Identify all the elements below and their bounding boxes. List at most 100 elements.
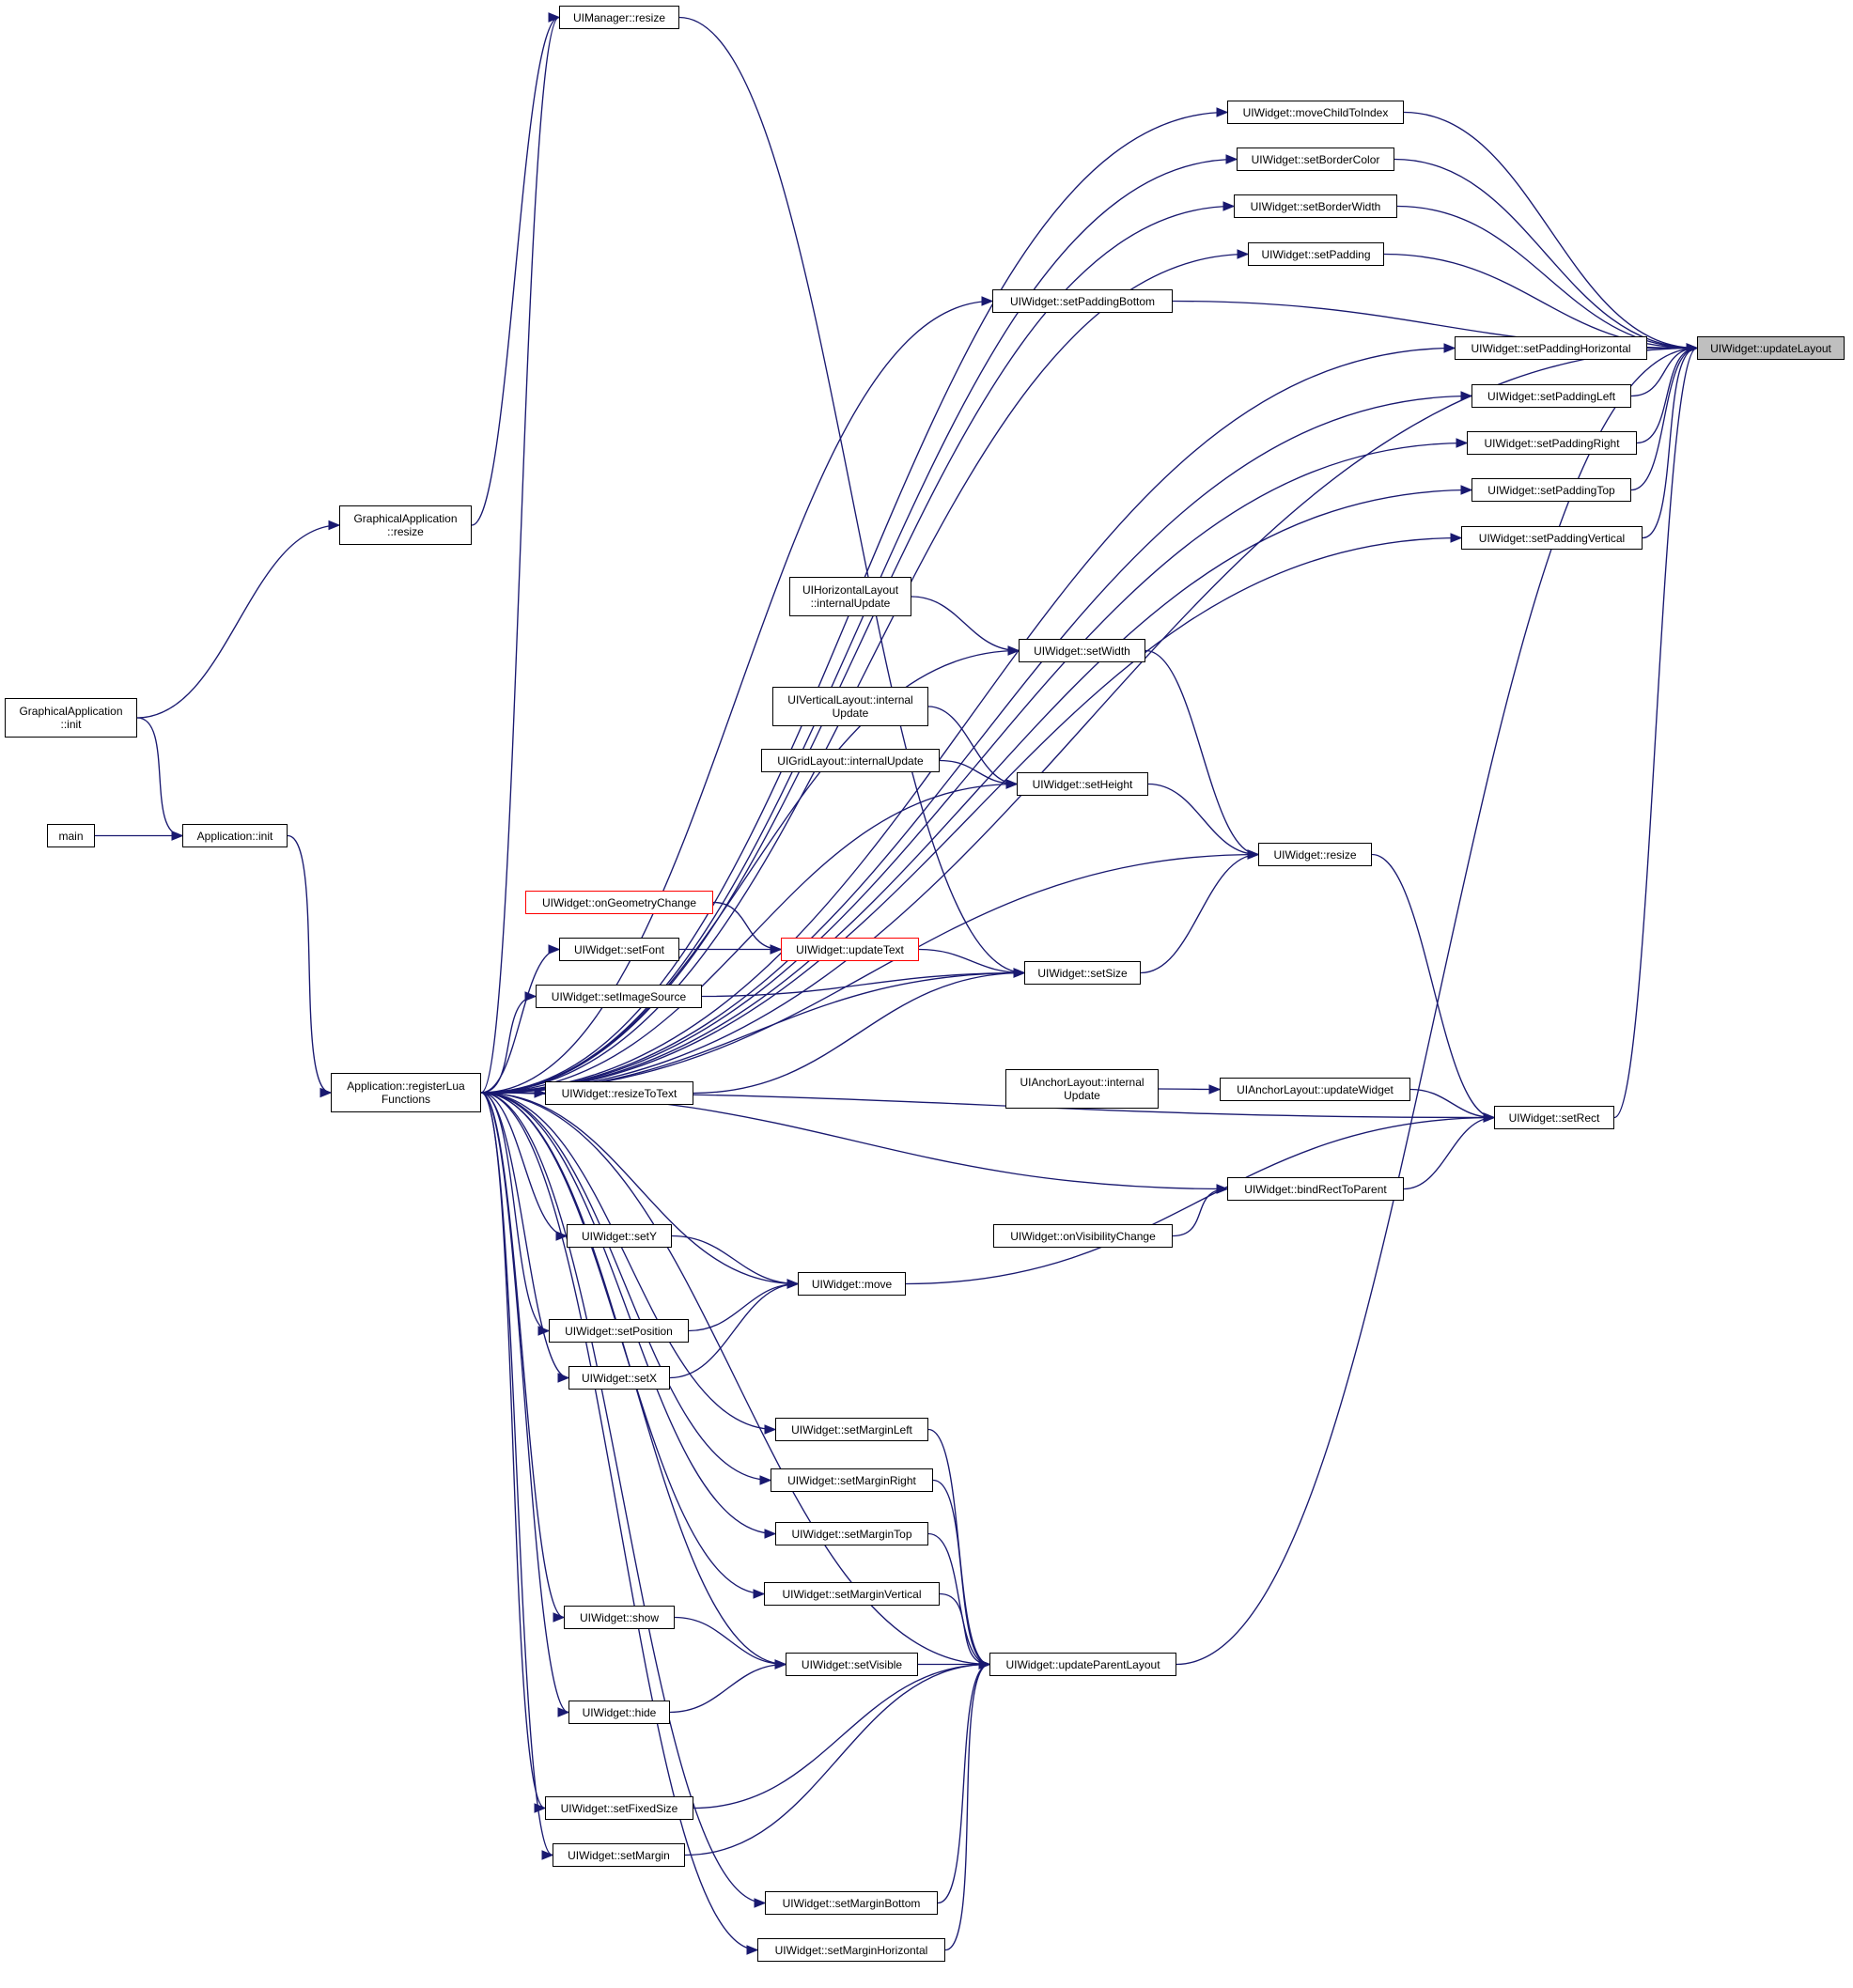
node-set-padding-bottom[interactable]: UIWidget::setPaddingBottom bbox=[992, 289, 1173, 313]
node-set-margin-horizontal[interactable]: UIWidget::setMarginHorizontal bbox=[757, 1938, 945, 1962]
edge-register-lua-to-set-padding-top bbox=[480, 489, 1472, 1094]
edge-on-visibility-change-to-bind-rect-to-parent bbox=[1172, 1188, 1228, 1237]
edge-set-size-to-widget-resize bbox=[1140, 853, 1259, 974]
node-set-padding[interactable]: UIWidget::setPadding bbox=[1248, 242, 1384, 266]
edge-register-lua-to-set-margin-top bbox=[480, 1092, 776, 1535]
node-set-image-source[interactable]: UIWidget::setImageSource bbox=[536, 985, 702, 1008]
edge-register-lua-to-set-padding-horizontal bbox=[480, 347, 1456, 1094]
edge-register-lua-to-set-width bbox=[480, 649, 1020, 1094]
edge-set-rect-to-update-layout bbox=[1613, 347, 1698, 1119]
edge-register-lua-to-move-child-to-index-arrowhead bbox=[1216, 107, 1229, 117]
node-update-parent-layout[interactable]: UIWidget::updateParentLayout bbox=[989, 1653, 1176, 1676]
edge-register-lua-to-hide-arrowhead bbox=[557, 1707, 570, 1717]
edge-register-lua-to-set-margin-horizontal bbox=[480, 1092, 758, 1951]
node-set-padding-horizontal[interactable]: UIWidget::setPaddingHorizontal bbox=[1455, 336, 1647, 360]
edge-set-margin-top-to-update-parent-layout bbox=[927, 1532, 990, 1666]
node-set-border-width[interactable]: UIWidget::setBorderWidth bbox=[1234, 194, 1397, 218]
node-set-margin-bottom[interactable]: UIWidget::setMarginBottom bbox=[765, 1891, 938, 1915]
node-set-font[interactable]: UIWidget::setFont bbox=[559, 938, 679, 961]
edge-register-lua-to-set-margin-right bbox=[480, 1092, 771, 1482]
node-set-x[interactable]: UIWidget::setX bbox=[568, 1366, 670, 1390]
node-set-size[interactable]: UIWidget::setSize bbox=[1024, 961, 1141, 985]
node-ui-manager-resize[interactable]: UIManager::resize bbox=[559, 6, 679, 29]
edge-register-lua-to-set-margin-left bbox=[480, 1092, 776, 1431]
edge-set-margin-right-to-update-parent-layout bbox=[932, 1479, 990, 1666]
edge-register-lua-to-set-padding-top-arrowhead bbox=[1460, 485, 1473, 495]
edge-set-border-color-to-update-layout bbox=[1394, 158, 1698, 349]
edge-register-lua-to-set-margin-left-arrowhead bbox=[764, 1424, 777, 1435]
node-move-child-to-index[interactable]: UIWidget::moveChildToIndex bbox=[1227, 101, 1404, 124]
edge-register-lua-to-set-margin-top-arrowhead bbox=[764, 1529, 777, 1539]
node-horizontal-layout-update[interactable]: UIHorizontalLayout ::internalUpdate bbox=[789, 577, 911, 616]
node-set-padding-top[interactable]: UIWidget::setPaddingTop bbox=[1472, 478, 1631, 502]
edge-register-lua-to-hide bbox=[480, 1092, 569, 1714]
node-set-margin-top[interactable]: UIWidget::setMarginTop bbox=[775, 1522, 928, 1545]
edge-register-lua-to-set-x-arrowhead bbox=[557, 1373, 570, 1383]
node-main[interactable]: main bbox=[47, 824, 95, 847]
edge-on-geometry-change-to-update-text bbox=[712, 901, 782, 951]
node-set-y[interactable]: UIWidget::setY bbox=[567, 1224, 672, 1248]
edge-register-lua-to-set-border-color-arrowhead bbox=[1225, 154, 1238, 164]
edge-register-lua-to-set-font bbox=[480, 948, 560, 1094]
node-anchor-layout-update[interactable]: UIAnchorLayout::internal Update bbox=[1005, 1069, 1159, 1109]
node-update-layout: UIWidget::updateLayout bbox=[1697, 336, 1845, 360]
node-graphical-app-init[interactable]: GraphicalApplication ::init bbox=[5, 698, 137, 738]
edge-register-lua-to-set-padding-left bbox=[480, 395, 1472, 1094]
node-on-geometry-change[interactable]: UIWidget::onGeometryChange bbox=[525, 891, 713, 914]
edge-set-x-to-move-arrowhead bbox=[786, 1279, 800, 1289]
node-hide[interactable]: UIWidget::hide bbox=[568, 1701, 670, 1724]
edge-register-lua-to-show-arrowhead bbox=[553, 1612, 566, 1623]
edge-set-image-source-to-set-size bbox=[701, 971, 1025, 998]
edge-anchor-layout-update-to-anchor-update-widget-arrowhead bbox=[1208, 1084, 1222, 1095]
node-set-height[interactable]: UIWidget::setHeight bbox=[1017, 772, 1148, 796]
edge-set-margin-horizontal-to-update-parent-layout bbox=[944, 1663, 990, 1951]
edge-hide-to-set-visible-arrowhead bbox=[774, 1659, 787, 1670]
edge-set-size-to-widget-resize-arrowhead bbox=[1247, 849, 1260, 860]
edge-set-padding-top-to-update-layout bbox=[1630, 347, 1698, 491]
edge-register-lua-to-update-parent-layout bbox=[480, 1092, 990, 1666]
node-set-margin-vertical[interactable]: UIWidget::setMarginVertical bbox=[764, 1582, 940, 1606]
edge-register-lua-to-set-font-arrowhead bbox=[548, 944, 561, 955]
node-application-init[interactable]: Application::init bbox=[182, 824, 288, 847]
edge-register-lua-to-set-x bbox=[480, 1092, 569, 1379]
node-resize-to-text[interactable]: UIWidget::resizeToText bbox=[545, 1081, 693, 1105]
node-graphical-app-resize[interactable]: GraphicalApplication ::resize bbox=[339, 505, 472, 545]
node-set-visible[interactable]: UIWidget::setVisible bbox=[786, 1653, 918, 1676]
node-update-text[interactable]: UIWidget::updateText bbox=[781, 938, 919, 961]
edge-register-lua-to-set-image-source-arrowhead bbox=[524, 991, 537, 1002]
node-grid-layout-update[interactable]: UIGridLayout::internalUpdate bbox=[761, 749, 940, 772]
node-set-position[interactable]: UIWidget::setPosition bbox=[549, 1319, 689, 1343]
edge-register-lua-to-set-width-arrowhead bbox=[1007, 645, 1020, 656]
edge-update-text-to-set-size bbox=[918, 948, 1025, 974]
node-bind-rect-to-parent[interactable]: UIWidget::bindRectToParent bbox=[1227, 1177, 1404, 1201]
edge-register-lua-to-set-padding-right-arrowhead bbox=[1456, 438, 1469, 448]
edge-bind-rect-to-parent-to-set-rect bbox=[1403, 1116, 1495, 1190]
edge-widget-resize-to-set-rect bbox=[1371, 853, 1495, 1119]
node-set-width[interactable]: UIWidget::setWidth bbox=[1019, 639, 1145, 662]
node-set-margin[interactable]: UIWidget::setMargin bbox=[553, 1843, 685, 1867]
edge-register-lua-to-set-margin-bottom bbox=[480, 1092, 766, 1904]
node-register-lua[interactable]: Application::registerLua Functions bbox=[331, 1073, 481, 1112]
node-set-margin-right[interactable]: UIWidget::setMarginRight bbox=[771, 1468, 933, 1492]
node-show[interactable]: UIWidget::show bbox=[564, 1606, 675, 1629]
node-vertical-layout-update[interactable]: UIVerticalLayout::internal Update bbox=[772, 687, 928, 726]
edge-register-lua-to-set-border-color bbox=[480, 158, 1238, 1094]
node-set-padding-left[interactable]: UIWidget::setPaddingLeft bbox=[1472, 384, 1631, 408]
node-set-border-color[interactable]: UIWidget::setBorderColor bbox=[1237, 148, 1394, 171]
node-widget-resize[interactable]: UIWidget::resize bbox=[1258, 843, 1372, 866]
node-set-fixed-size[interactable]: UIWidget::setFixedSize bbox=[545, 1796, 693, 1820]
edge-set-padding-to-update-layout bbox=[1383, 253, 1698, 349]
node-set-rect[interactable]: UIWidget::setRect bbox=[1494, 1106, 1614, 1129]
edge-graphical-app-init-to-application-init bbox=[136, 717, 183, 837]
node-anchor-update-widget[interactable]: UIAnchorLayout::updateWidget bbox=[1220, 1078, 1410, 1101]
node-set-padding-right[interactable]: UIWidget::setPaddingRight bbox=[1467, 431, 1637, 455]
edge-hide-to-set-visible bbox=[669, 1663, 786, 1714]
edge-set-y-to-move bbox=[671, 1235, 799, 1285]
node-move[interactable]: UIWidget::move bbox=[798, 1272, 906, 1296]
node-set-margin-left[interactable]: UIWidget::setMarginLeft bbox=[775, 1418, 928, 1441]
node-set-padding-vertical[interactable]: UIWidget::setPaddingVertical bbox=[1461, 526, 1643, 550]
node-on-visibility-change[interactable]: UIWidget::onVisibilityChange bbox=[993, 1224, 1173, 1248]
edge-update-parent-layout-to-update-layout-arrowhead bbox=[1686, 343, 1699, 353]
edge-graphical-app-init-to-graphical-app-resize bbox=[136, 524, 340, 719]
